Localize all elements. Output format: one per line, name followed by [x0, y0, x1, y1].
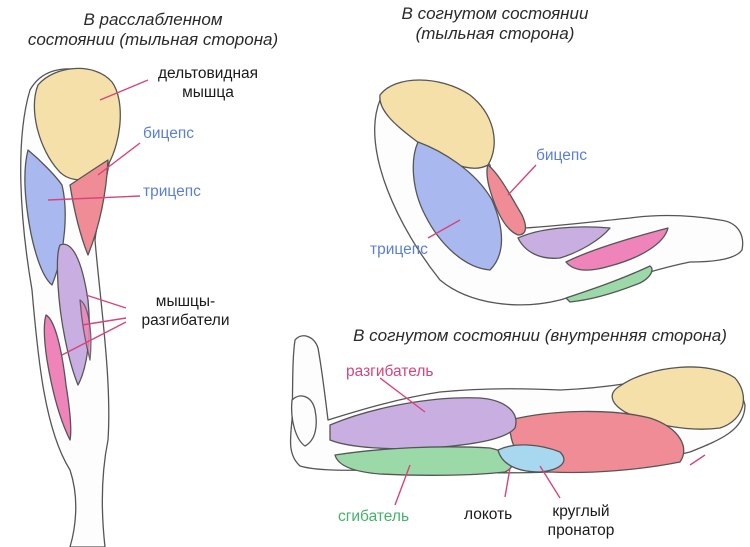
label-deltoid: дельтовидная мышца	[148, 64, 268, 102]
label-triceps-bent: трицепс	[370, 241, 428, 258]
label-biceps-bent: бицепс	[536, 147, 588, 164]
label-biceps-relaxed: бицепс	[143, 125, 195, 142]
label-extensors-line2: разгибатели	[141, 312, 230, 329]
title-bent-back: В согнутом состоянии (тыльная сторона)	[375, 4, 615, 44]
bent-inner-pronator	[497, 444, 565, 473]
label-extensors-line1: мышцы-	[155, 293, 216, 310]
relaxed-extensor-1	[56, 243, 90, 386]
bent-inner-extensor	[329, 397, 517, 450]
bent-back-biceps	[486, 164, 527, 236]
title-bent-back-line1: В согнутом состоянии	[401, 4, 589, 23]
relaxed-extensor-2	[43, 314, 72, 441]
label-elbow-inner: локоть	[464, 506, 513, 523]
bent-back-extensor-pink	[565, 227, 669, 271]
relaxed-triceps	[24, 149, 66, 286]
bent-inner-deltoid	[611, 366, 744, 430]
label-pronator-line1: круглый	[552, 503, 610, 520]
title-bent-back-line2: (тыльная сторона)	[415, 24, 575, 43]
label-pronator: круглый пронатор	[536, 502, 626, 540]
title-relaxed-line2: состоянии (тыльная сторона)	[27, 30, 279, 49]
label-triceps-relaxed: трицепс	[143, 183, 201, 200]
title-bent-inner: В согнутом состоянии (внутренняя сторона…	[353, 326, 727, 345]
relaxed-extensor-3	[79, 299, 92, 361]
label-deltoid-line1: дельтовидная	[157, 65, 259, 82]
label-flexor-inner: сгибатель	[338, 508, 410, 525]
label-deltoid-line2: мышца	[182, 84, 234, 101]
bent-back-flexor	[565, 265, 653, 303]
bent-back-deltoid	[379, 79, 495, 169]
label-extensors: мышцы- разгибатели	[128, 292, 243, 330]
label-extensor-inner: разгибатель	[346, 363, 434, 380]
title-relaxed: В расслабленном состоянии (тыльная сторо…	[18, 10, 288, 50]
label-pronator-line2: пронатор	[547, 522, 615, 539]
relaxed-biceps	[69, 159, 109, 256]
bent-inner-thumb	[290, 395, 317, 447]
title-relaxed-line1: В расслабленном	[83, 10, 223, 29]
bent-back-triceps	[412, 141, 503, 271]
bent-inner-flexor	[334, 446, 513, 476]
bent-back-extensor	[517, 226, 611, 259]
